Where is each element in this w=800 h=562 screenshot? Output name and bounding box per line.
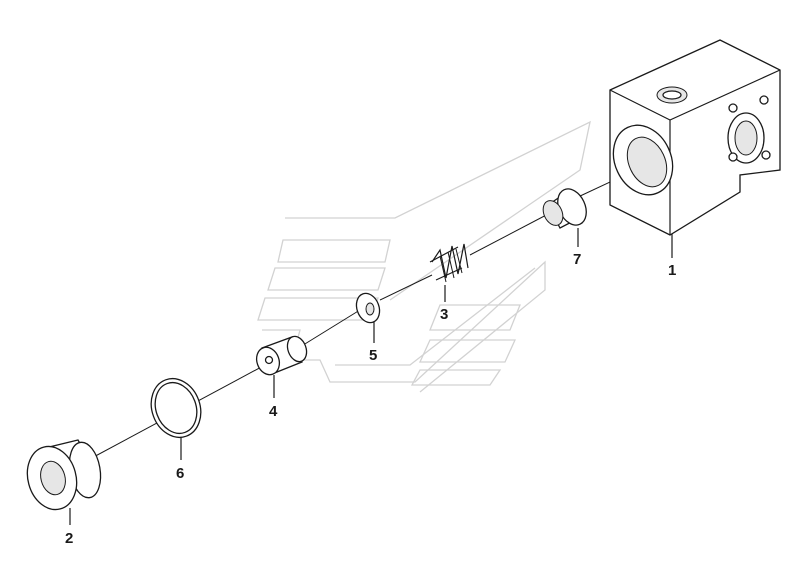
cap-part: [26, 439, 102, 511]
callout-4: 4: [269, 403, 278, 420]
callout-6: 6: [176, 465, 184, 482]
sleeve-part: [542, 188, 587, 229]
callout-7: 7: [573, 251, 581, 268]
plunger-part: [255, 335, 308, 376]
callout-3: 3: [440, 306, 448, 323]
callout-1: 1: [668, 262, 676, 279]
leader-lines: [69, 228, 673, 525]
callout-2: 2: [65, 530, 73, 547]
callout-5: 5: [369, 347, 377, 364]
o-ring-part: [150, 377, 202, 439]
washer-part: [355, 292, 381, 324]
spring-part: [429, 243, 469, 283]
valve-block-part: [609, 39, 781, 236]
watermark-logo: [257, 120, 591, 393]
